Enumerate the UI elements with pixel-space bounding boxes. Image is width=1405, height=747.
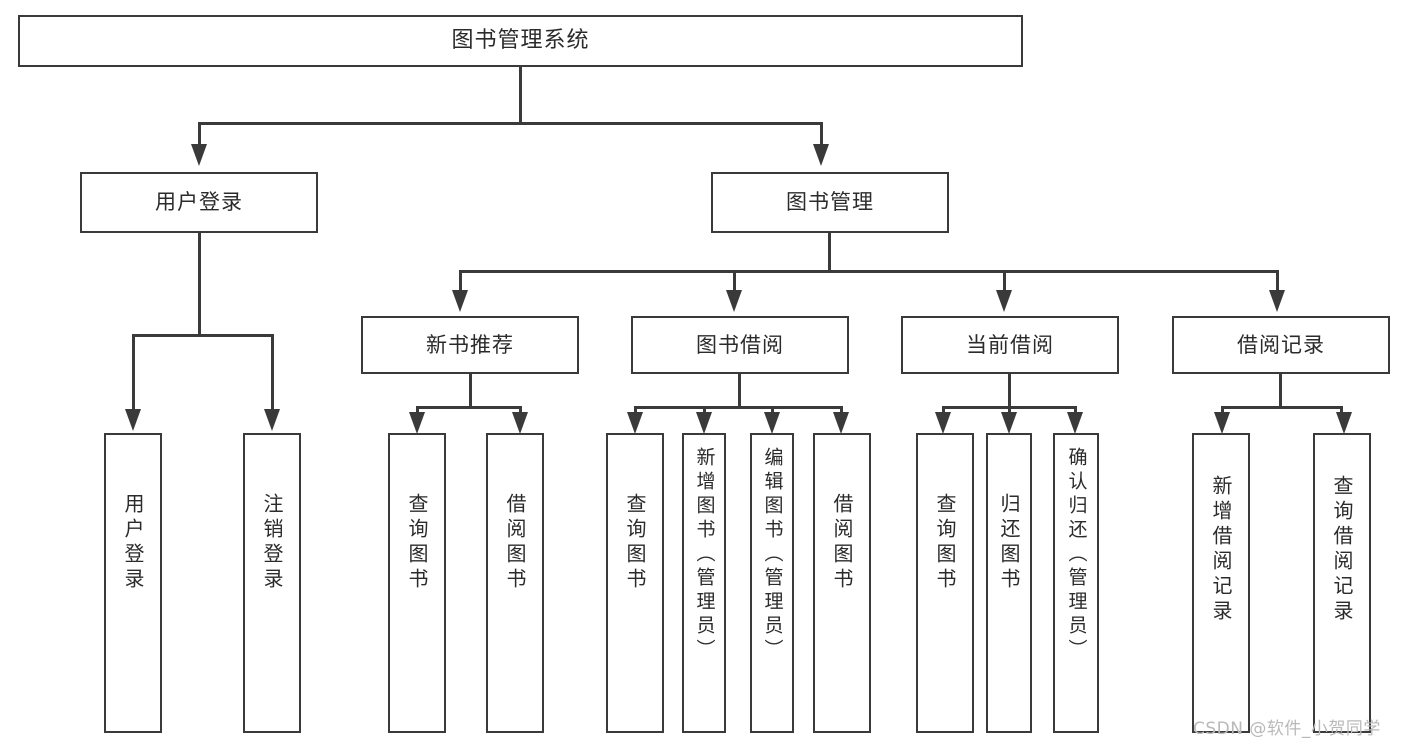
connector-current-borrow-drop-3	[1074, 406, 1077, 413]
leaf-label: 查询图书	[405, 493, 429, 593]
leaf-label: 借阅图书	[830, 493, 854, 593]
leaf-book-borrow-query[interactable]: 查询图书	[606, 433, 664, 733]
leaf-current-borrow-confirm[interactable]: 确认归还（管理员）	[1053, 433, 1099, 733]
leaf-label: 查询图书	[623, 493, 647, 593]
arrowhead-to-book-borrow	[726, 290, 742, 312]
node-label: 图书管理	[786, 190, 874, 215]
leaf-current-borrow-return[interactable]: 归还图书	[986, 433, 1032, 733]
leaf-borrow-record-add[interactable]: 新增借阅记录	[1192, 433, 1250, 733]
connector-user-login-stem	[198, 233, 201, 336]
arrowhead-to-book-manage	[813, 144, 829, 166]
node-label: 图书管理系统	[451, 28, 590, 54]
arrowhead-to-user-login	[191, 144, 207, 166]
leaf-label: 查询图书	[933, 493, 957, 593]
arrowhead-book-borrow-leaf-2	[696, 412, 712, 434]
arrowhead-book-borrow-leaf-4	[833, 412, 849, 434]
connector-user-login-bus	[132, 334, 274, 337]
node-label: 新书推荐	[426, 332, 514, 357]
leaf-label: 编辑图书（管理员）	[761, 447, 784, 663]
node-label: 借阅记录	[1237, 332, 1325, 357]
connector-user-login-drop-2	[271, 334, 274, 409]
connector-current-borrow-drop-2	[1008, 406, 1011, 413]
arrowhead-new-book-leaf-2	[512, 412, 528, 434]
connector-book-manage-drop-2	[733, 270, 736, 290]
leaf-new-book-query[interactable]: 查询图书	[388, 433, 446, 733]
leaf-user-login-login[interactable]: 用户登录	[104, 433, 162, 733]
connector-root-stem	[519, 67, 522, 124]
leaf-label: 归还图书	[997, 493, 1021, 593]
leaf-label: 借阅图书	[503, 493, 527, 593]
connector-new-book-bus	[416, 406, 522, 409]
leaf-current-borrow-query[interactable]: 查询图书	[916, 433, 974, 733]
node-label: 图书借阅	[696, 332, 784, 357]
connector-book-manage-stem	[828, 233, 831, 272]
connector-root-bus	[198, 122, 823, 125]
connector-current-borrow-stem	[1008, 374, 1011, 409]
arrowhead-borrow-record-leaf-1	[1214, 412, 1230, 434]
leaf-label: 新增图书（管理员）	[693, 447, 716, 663]
arrowhead-user-login-leaf-2	[264, 409, 280, 431]
connector-new-book-drop-2	[519, 406, 522, 413]
connector-borrow-record-drop-1	[1221, 406, 1224, 413]
connector-book-borrow-drop-1	[634, 406, 637, 413]
connector-book-manage-bus	[459, 270, 1279, 273]
arrowhead-book-borrow-leaf-1	[627, 412, 643, 434]
arrowhead-current-borrow-leaf-2	[1001, 412, 1017, 434]
connector-book-manage-drop-4	[1276, 270, 1279, 290]
connector-book-borrow-drop-2	[703, 406, 706, 413]
connector-new-book-stem	[469, 374, 472, 409]
leaf-label: 确认归还（管理员）	[1065, 447, 1088, 663]
leaf-book-borrow-borrow[interactable]: 借阅图书	[813, 433, 871, 733]
connector-user-login-drop-1	[132, 334, 135, 409]
node-borrow-record[interactable]: 借阅记录	[1172, 316, 1390, 374]
connector-book-borrow-stem	[738, 374, 741, 409]
connector-book-borrow-drop-4	[840, 406, 843, 413]
connector-book-borrow-bus	[634, 406, 843, 409]
arrowhead-to-new-book	[452, 290, 468, 312]
leaf-borrow-record-query[interactable]: 查询借阅记录	[1313, 433, 1371, 733]
node-root-system[interactable]: 图书管理系统	[18, 15, 1023, 67]
arrowhead-book-borrow-leaf-3	[764, 412, 780, 434]
node-label: 用户登录	[155, 190, 243, 215]
connector-book-borrow-drop-3	[771, 406, 774, 413]
node-user-login[interactable]: 用户登录	[80, 172, 318, 233]
leaf-user-login-logout[interactable]: 注销登录	[243, 433, 301, 733]
node-book-borrow[interactable]: 图书借阅	[631, 316, 849, 374]
leaf-label: 注销登录	[260, 493, 284, 593]
arrowhead-new-book-leaf-1	[409, 412, 425, 434]
leaf-book-borrow-edit[interactable]: 编辑图书（管理员）	[750, 433, 794, 733]
connector-root-drop-right	[820, 122, 823, 144]
arrowhead-borrow-record-leaf-2	[1336, 412, 1352, 434]
arrowhead-current-borrow-leaf-1	[935, 412, 951, 434]
leaf-new-book-borrow[interactable]: 借阅图书	[486, 433, 544, 733]
connector-borrow-record-stem	[1279, 374, 1282, 409]
arrowhead-to-borrow-record	[1269, 290, 1285, 312]
arrowhead-to-current-borrow	[996, 290, 1012, 312]
connector-current-borrow-drop-1	[942, 406, 945, 413]
node-label: 当前借阅	[966, 332, 1054, 357]
node-current-borrow[interactable]: 当前借阅	[901, 316, 1119, 374]
leaf-book-borrow-add[interactable]: 新增图书（管理员）	[682, 433, 726, 733]
arrowhead-user-login-leaf-1	[125, 409, 141, 431]
connector-borrow-record-drop-2	[1340, 406, 1343, 413]
leaf-label: 用户登录	[121, 493, 145, 593]
leaf-label: 新增借阅记录	[1209, 475, 1233, 625]
connector-book-manage-drop-3	[1003, 270, 1006, 290]
arrowhead-current-borrow-leaf-3	[1067, 412, 1083, 434]
node-book-manage[interactable]: 图书管理	[711, 172, 949, 233]
node-new-book-recommend[interactable]: 新书推荐	[361, 316, 579, 374]
connector-borrow-record-bus	[1221, 406, 1343, 409]
connector-new-book-drop-1	[416, 406, 419, 413]
leaf-label: 查询借阅记录	[1330, 475, 1354, 625]
connector-book-manage-drop-1	[459, 270, 462, 290]
connector-root-drop-left	[198, 122, 201, 144]
